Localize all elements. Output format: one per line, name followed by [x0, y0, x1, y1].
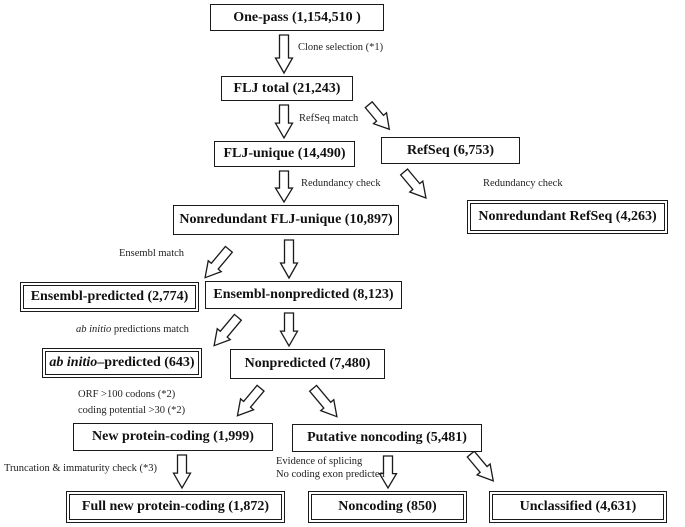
- box-new-protein-coding: New protein-coding (1,999): [73, 423, 273, 451]
- note-ab-initio-match: ab initio predictions match: [76, 323, 189, 336]
- box-putative-noncoding: Putative noncoding (5,481): [292, 424, 482, 452]
- box-nonpredicted: Nonpredicted (7,480): [230, 349, 385, 379]
- note-refseq-match: RefSeq match: [299, 113, 359, 124]
- box-ab-initio-predicted: ab initio–predicted (643): [42, 348, 202, 378]
- note-ab-initio-rest: predictions match: [111, 324, 189, 335]
- note-evidence-splicing: Evidence of splicing: [276, 456, 363, 467]
- box-noncoding: Noncoding (850): [308, 491, 467, 523]
- arrow-fljtotal-to-fljunique: [274, 104, 294, 140]
- arrow-nonpredicted-to-putative: [308, 384, 338, 418]
- arrow-nonredundant-to-ensembl-pred: [204, 245, 234, 279]
- putative-noncoding-label: Putative noncoding (5,481): [307, 430, 467, 445]
- one-pass-label: One-pass (1,154,510 ): [233, 9, 361, 25]
- arrow-fljunique-to-nonredundant: [274, 170, 294, 204]
- box-unclassified: Unclassified (4,631): [489, 491, 667, 523]
- ensembl-nonpredicted-label: Ensembl-nonpredicted (8,123): [213, 287, 394, 302]
- box-flj-unique: FLJ-unique (14,490): [214, 141, 355, 167]
- note-no-coding-exon: No coding exon predicted: [276, 469, 385, 480]
- nonpredicted-label: Nonpredicted (7,480): [244, 356, 371, 371]
- note-clone-selection: Clone selection (*1): [298, 42, 384, 53]
- box-flj-total: FLJ total (21,243): [221, 76, 353, 101]
- note-truncation-check: Truncation & immaturity check (*3): [4, 463, 157, 474]
- ensembl-predicted-label: Ensembl-predicted (2,774): [30, 289, 189, 304]
- flj-total-label: FLJ total (21,243): [233, 80, 341, 96]
- arrow-newprotein-to-full: [172, 454, 192, 490]
- flj-unique-label: FLJ-unique (14,490): [223, 146, 346, 161]
- note-coding-potential: coding potential >30 (*2): [78, 405, 186, 416]
- ab-initio-predicted-rest: –predicted (643): [97, 355, 195, 370]
- arrow-putative-to-noncoding: [378, 455, 398, 490]
- refseq-label: RefSeq (6,753): [406, 142, 495, 158]
- box-full-new-protein-coding: Full new protein-coding (1,872): [66, 491, 285, 523]
- note-ensembl-match: Ensembl match: [119, 248, 185, 259]
- nonredundant-flj-unique-label: Nonredundant FLJ-unique (10,897): [179, 212, 393, 227]
- new-protein-coding-label: New protein-coding (1,999): [92, 429, 254, 444]
- arrow-ensemblnon-to-nonpredicted: [279, 312, 299, 348]
- noncoding-label: Noncoding (850): [338, 499, 437, 514]
- ab-initio-predicted-italic: ab initio: [49, 355, 98, 370]
- box-ensembl-predicted: Ensembl-predicted (2,774): [20, 282, 199, 312]
- box-ensembl-nonpredicted: Ensembl-nonpredicted (8,123): [205, 281, 402, 309]
- box-one-pass: One-pass (1,154,510 ): [210, 4, 384, 31]
- box-refseq: RefSeq (6,753): [381, 137, 520, 164]
- note-redundancy-check-left: Redundancy check: [301, 178, 381, 189]
- full-new-protein-coding-label: Full new protein-coding (1,872): [81, 499, 270, 514]
- ab-initio-predicted-label: ab initio–predicted (643): [49, 355, 194, 371]
- arrow-putative-to-unclassified: [466, 450, 495, 482]
- nonredundant-refseq-label: Nonredundant RefSeq (4,263): [478, 209, 657, 224]
- arrow-nonredundant-to-ensembl-non: [279, 239, 299, 280]
- arrow-nonpredicted-to-newprotein: [236, 384, 265, 417]
- arrow-fljtotal-to-refseq: [364, 100, 391, 131]
- unclassified-label: Unclassified (4,631): [519, 499, 637, 514]
- box-nonredundant-flj-unique: Nonredundant FLJ-unique (10,897): [173, 205, 399, 235]
- arrow-refseq-to-nonredundant-refseq: [399, 168, 427, 200]
- box-nonredundant-refseq: Nonredundant RefSeq (4,263): [467, 200, 668, 234]
- arrow-onepass-to-fljtotal: [274, 34, 294, 75]
- note-redundancy-check-right: Redundancy check: [483, 178, 563, 189]
- note-ab-initio-italic: ab initio: [76, 324, 112, 335]
- arrow-ensemblnon-to-abinitio: [213, 313, 243, 347]
- note-orf-codons: ORF >100 codons (*2): [78, 389, 176, 400]
